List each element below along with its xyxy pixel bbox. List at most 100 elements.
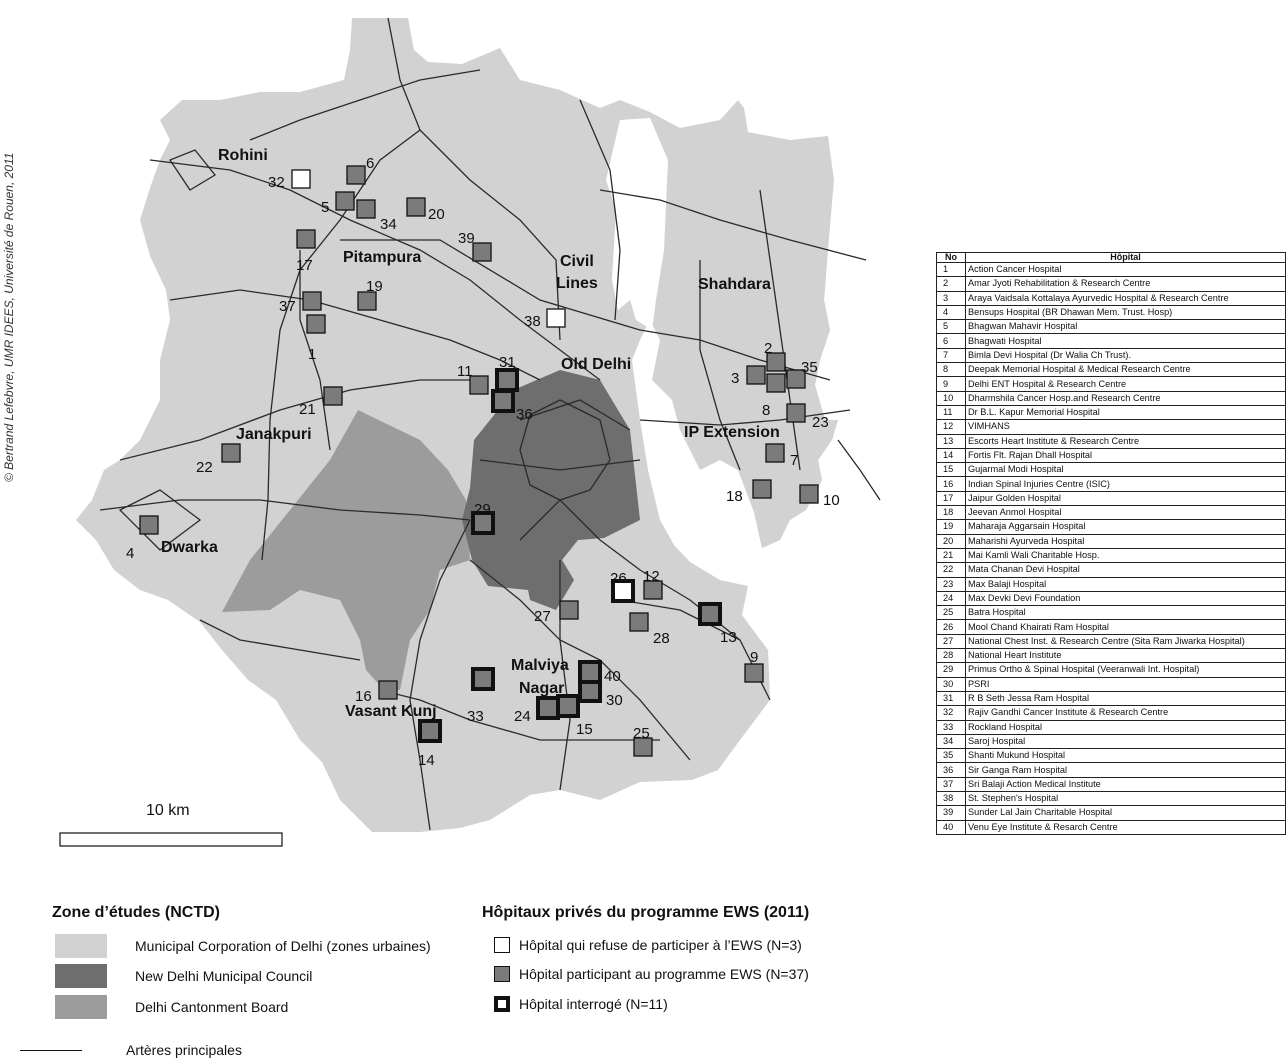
hospital-marker-20 — [406, 197, 426, 217]
table-header-row: No Hôpital — [936, 252, 1286, 263]
table-cell-name: Mata Chanan Devi Hospital — [965, 562, 1286, 578]
credit-text: © Bertrand Lefebvre, UMR IDEES, Universi… — [2, 152, 16, 482]
legend-zone-ndmc: New Delhi Municipal Council — [55, 964, 312, 988]
table-cell-no: 13 — [936, 433, 966, 449]
hospital-marker-5 — [335, 191, 355, 211]
legend-hospital-interviewed: Hôpital interrogé (N=11) — [494, 996, 668, 1012]
table-cell-name: Sunder Lal Jain Charitable Hospital — [965, 805, 1286, 821]
table-cell-no: 14 — [936, 447, 966, 464]
table-cell-name: National Chest Inst. & Research Centre (… — [965, 633, 1286, 650]
ndmc-area — [462, 370, 640, 610]
hospital-label-22: 22 — [196, 459, 213, 476]
table-cell-no: 23 — [936, 576, 966, 592]
hospital-marker-22 — [221, 443, 241, 463]
hospital-label-3: 3 — [731, 370, 739, 387]
place-ip-extension: IP Extension — [684, 424, 780, 441]
hospital-label-35: 35 — [801, 359, 818, 376]
table-cell-name: Primus Ortho & Spinal Hospital (Veeranwa… — [965, 662, 1286, 678]
table-cell-no: 15 — [936, 462, 966, 478]
table-cell-name: Max Devki Devi Foundation — [965, 590, 1286, 607]
hospital-label-10: 10 — [823, 492, 840, 509]
hospital-label-18: 18 — [726, 488, 743, 505]
table-cell-name: Delhi ENT Hospital & Research Centre — [965, 376, 1286, 392]
table-cell-no: 19 — [936, 519, 966, 535]
table-cell-no: 33 — [936, 719, 966, 735]
hospital-label-39: 39 — [458, 230, 475, 247]
hospital-marker-24 — [536, 696, 560, 720]
table-cell-no: 38 — [936, 790, 966, 807]
table-cell-no: 20 — [936, 533, 966, 549]
place-malviya: Malviya — [511, 657, 569, 674]
table-cell-name: Indian Spinal Injuries Centre (ISIC) — [965, 476, 1286, 492]
roads — [99, 17, 881, 831]
hospital-marker-25 — [633, 737, 653, 757]
hospital-label-31: 31 — [499, 354, 516, 371]
hospital-marker-4 — [139, 515, 159, 535]
hospital-label-9: 9 — [750, 649, 758, 666]
place-nagar: Nagar — [519, 680, 564, 697]
swatch-mcd — [55, 934, 107, 958]
hospital-label-24: 24 — [514, 708, 531, 725]
legend-zone-cantonment-label: Delhi Cantonment Board — [135, 999, 289, 1015]
table-cell-no: 4 — [936, 304, 966, 321]
table-header-name: Hôpital — [965, 252, 1286, 263]
hospital-label-25: 25 — [633, 725, 650, 742]
hospital-label-36: 36 — [516, 406, 533, 423]
table-cell-no: 1 — [936, 261, 966, 278]
place-pitampura: Pitampura — [343, 249, 421, 266]
scale-bar — [59, 832, 283, 847]
place-shahdara: Shahdara — [698, 276, 771, 293]
hospital-marker-23 — [786, 403, 806, 423]
table-cell-name: Gujarmal Modi Hospital — [965, 462, 1286, 478]
hospital-marker-28 — [629, 612, 649, 632]
table-cell-name: PSRI — [965, 676, 1286, 692]
table-cell-name: Batra Hospital — [965, 605, 1286, 621]
hospital-label-29: 29 — [474, 501, 491, 518]
table-cell-no: 5 — [936, 319, 966, 335]
hospital-label-32: 32 — [268, 174, 285, 191]
table-cell-name: Dharmshila Cancer Hosp.and Research Cent… — [965, 390, 1286, 406]
place-rohini: Rohini — [218, 147, 268, 164]
hospital-marker-34 — [356, 199, 376, 219]
legend-zone-ndmc-label: New Delhi Municipal Council — [135, 968, 313, 984]
hospital-label-23: 23 — [812, 414, 829, 431]
legend-hospital-refuse: Hôpital qui refuse de participer à l’EWS… — [494, 937, 802, 953]
hospital-label-33: 33 — [467, 708, 484, 725]
table-cell-no: 21 — [936, 547, 966, 564]
hospital-marker-1 — [306, 314, 326, 334]
table-header-no: No — [936, 252, 966, 263]
table-cell-name: Saroj Hospital — [965, 733, 1286, 750]
table-cell-no: 11 — [936, 404, 966, 421]
legend-zones-title: Zone d’études (NCTD) — [52, 904, 220, 921]
hospital-marker-32 — [291, 169, 311, 189]
place-dwarka: Dwarka — [161, 539, 218, 556]
hospital-label-30: 30 — [606, 692, 623, 709]
table-cell-name: Escorts Heart Institute & Research Centr… — [965, 433, 1286, 449]
hospital-label-14: 14 — [418, 752, 435, 769]
table-cell-name: VIMHANS — [965, 419, 1286, 435]
table-cell-no: 8 — [936, 362, 966, 378]
hospital-label-2: 2 — [764, 340, 772, 357]
table-cell-no: 25 — [936, 605, 966, 621]
hospital-marker-16 — [378, 680, 398, 700]
table-cell-name: St. Stephen's Hospital — [965, 790, 1286, 807]
hospital-marker-27 — [559, 600, 579, 620]
table-cell-no: 9 — [936, 376, 966, 392]
table-cell-no: 6 — [936, 333, 966, 349]
river-gap — [606, 118, 668, 330]
